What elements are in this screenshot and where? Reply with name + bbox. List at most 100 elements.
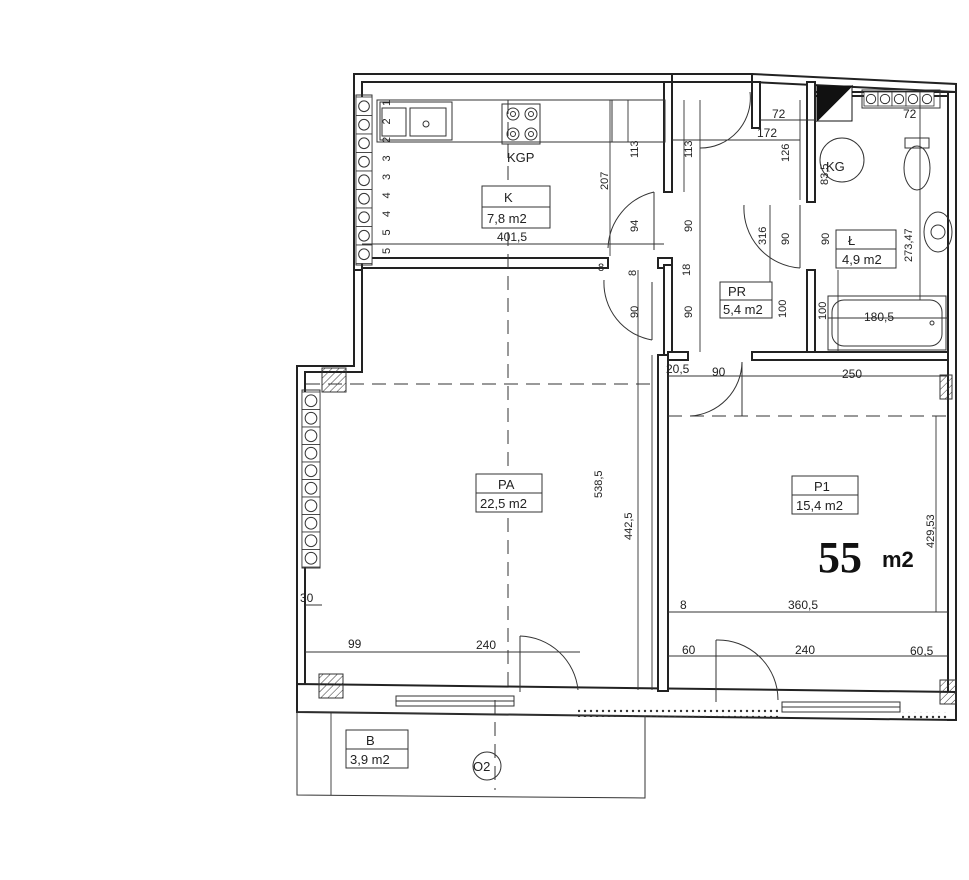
dim-bath-depth: 126 bbox=[780, 144, 792, 162]
radiator-knob bbox=[304, 429, 318, 443]
windows bbox=[395, 695, 948, 720]
dim-kitchen-depth: 207 bbox=[599, 172, 611, 190]
dimension-lines bbox=[305, 96, 948, 690]
room-label-pa: PA 22,5 m2 bbox=[475, 473, 543, 513]
radiator-knob bbox=[304, 464, 318, 478]
radiator-knob bbox=[921, 93, 933, 105]
dim-wall-18: 18 bbox=[681, 264, 693, 276]
room-pr-name: PR bbox=[728, 284, 746, 299]
dim-bathtub: 180,5 bbox=[864, 310, 894, 324]
room-pa-area: 22,5 m2 bbox=[480, 496, 527, 511]
dim-wall-8a: 8 bbox=[598, 262, 604, 274]
symbol-kgp: KGP bbox=[507, 150, 534, 165]
radiator-knob bbox=[304, 411, 318, 425]
symbol-o2: O2 bbox=[473, 759, 490, 774]
dim-wall-316: 316 bbox=[757, 227, 769, 245]
radiator-knob bbox=[304, 394, 318, 408]
dim-p1-width: 360,5 bbox=[788, 598, 818, 612]
dim-bath-height: 273,47 bbox=[903, 228, 915, 262]
radiator-knob bbox=[358, 137, 370, 150]
stair-number: 5 bbox=[381, 229, 393, 235]
balcony bbox=[296, 711, 646, 799]
room-label-k: K 7,8 m2 bbox=[481, 185, 551, 229]
radiator-knob bbox=[304, 481, 318, 495]
dim-door-pr2: 90 bbox=[683, 306, 695, 318]
radiator-knob bbox=[304, 551, 318, 565]
radiator-knob bbox=[358, 211, 370, 224]
stair-numbers-left: 1 2 2 3 3 4 4 5 5 bbox=[381, 100, 393, 254]
left-radiator bbox=[301, 94, 373, 569]
interior-walls bbox=[361, 81, 949, 692]
dim-hall-top: 113 bbox=[683, 140, 695, 158]
dim-bath-width: 72 bbox=[903, 107, 917, 121]
radiator-knob bbox=[358, 100, 370, 113]
radiator-knob bbox=[907, 93, 919, 105]
radiator-knob bbox=[893, 93, 905, 105]
symbol-kg: KG bbox=[826, 159, 845, 174]
stair-number: 4 bbox=[381, 192, 393, 198]
dim-door-l: 90 bbox=[780, 233, 792, 245]
dim-p1-height: 429,53 bbox=[925, 514, 937, 548]
stair-number: 2 bbox=[381, 118, 393, 124]
radiator-knob bbox=[358, 192, 370, 205]
bathroom-fittings bbox=[819, 89, 953, 351]
dim-p1-win-left: 60 bbox=[682, 643, 696, 657]
dim-hall-depth: 100 bbox=[777, 300, 789, 318]
total-area-value: 55 bbox=[818, 533, 862, 582]
radiator-knob bbox=[358, 155, 370, 168]
columns bbox=[318, 367, 957, 705]
room-label-p1: P1 15,4 m2 bbox=[791, 475, 859, 515]
outer-walls bbox=[296, 72, 957, 722]
dim-kg-depth: 83,5 bbox=[819, 164, 831, 185]
room-pa-name: PA bbox=[498, 477, 515, 492]
radiator-knob bbox=[358, 174, 370, 187]
total-area: 55 m2 bbox=[818, 533, 914, 582]
stair-number: 2 bbox=[381, 137, 393, 143]
stair-number: 3 bbox=[381, 174, 393, 180]
dim-pa-height: 538,5 bbox=[593, 470, 605, 498]
radiator-knob bbox=[304, 534, 318, 548]
dim-pa-inner: 442,5 bbox=[623, 512, 635, 540]
stair-number: 5 bbox=[381, 248, 393, 254]
dim-hall-width: 172 bbox=[757, 126, 777, 140]
kitchen-counter bbox=[376, 99, 666, 145]
dim-p1-door-offset: 20,5 bbox=[666, 362, 690, 376]
dim-pa-win-left: 99 bbox=[348, 637, 362, 651]
symbol-o2-circle bbox=[472, 751, 502, 781]
radiator-knob bbox=[358, 229, 370, 242]
room-p1-name: P1 bbox=[814, 479, 830, 494]
stair-number: 3 bbox=[381, 155, 393, 161]
radiator-knob bbox=[865, 93, 877, 105]
room-label-b: B 3,9 m2 bbox=[345, 729, 409, 769]
room-l-name: Ł bbox=[848, 233, 855, 248]
dim-door-pr1: 90 bbox=[683, 220, 695, 232]
room-label-pr: PR 5,4 m2 bbox=[719, 281, 773, 319]
radiator-knob bbox=[304, 446, 318, 460]
dim-p1-top: 250 bbox=[842, 367, 862, 381]
dim-p1-win: 240 bbox=[795, 643, 815, 657]
stair-number: 1 bbox=[381, 100, 393, 106]
dim-p1-wall: 8 bbox=[680, 598, 687, 612]
dim-p1-win-right: 60,5 bbox=[910, 644, 934, 658]
dim-door-k: 94 bbox=[629, 220, 641, 232]
room-pr-area: 5,4 m2 bbox=[723, 302, 763, 317]
dim-wall-8b: 8 bbox=[627, 270, 639, 276]
room-b-name: B bbox=[366, 733, 375, 748]
dim-pa-win: 240 bbox=[476, 638, 496, 652]
dim-kitchen-width: 401,5 bbox=[497, 230, 527, 244]
room-p1-area: 15,4 m2 bbox=[796, 498, 843, 513]
room-b-area: 3,9 m2 bbox=[350, 752, 390, 767]
dim-bath-90: 90 bbox=[820, 233, 832, 245]
stair-number: 4 bbox=[381, 211, 393, 217]
dimension-labels: 401,5 207 113 113 172 72 126 72 83,5 273… bbox=[300, 107, 937, 658]
dim-door-pa: 90 bbox=[629, 306, 641, 318]
dim-p1-door: 90 bbox=[712, 365, 726, 379]
dim-bath-top: 72 bbox=[772, 107, 786, 121]
symbols: KGP KG O2 bbox=[472, 150, 845, 781]
dim-pa-left: 30 bbox=[300, 591, 314, 605]
radiator-knob bbox=[358, 248, 370, 261]
room-k-area: 7,8 m2 bbox=[487, 211, 527, 226]
room-l-area: 4,9 m2 bbox=[842, 252, 882, 267]
room-k-name: K bbox=[504, 190, 513, 205]
